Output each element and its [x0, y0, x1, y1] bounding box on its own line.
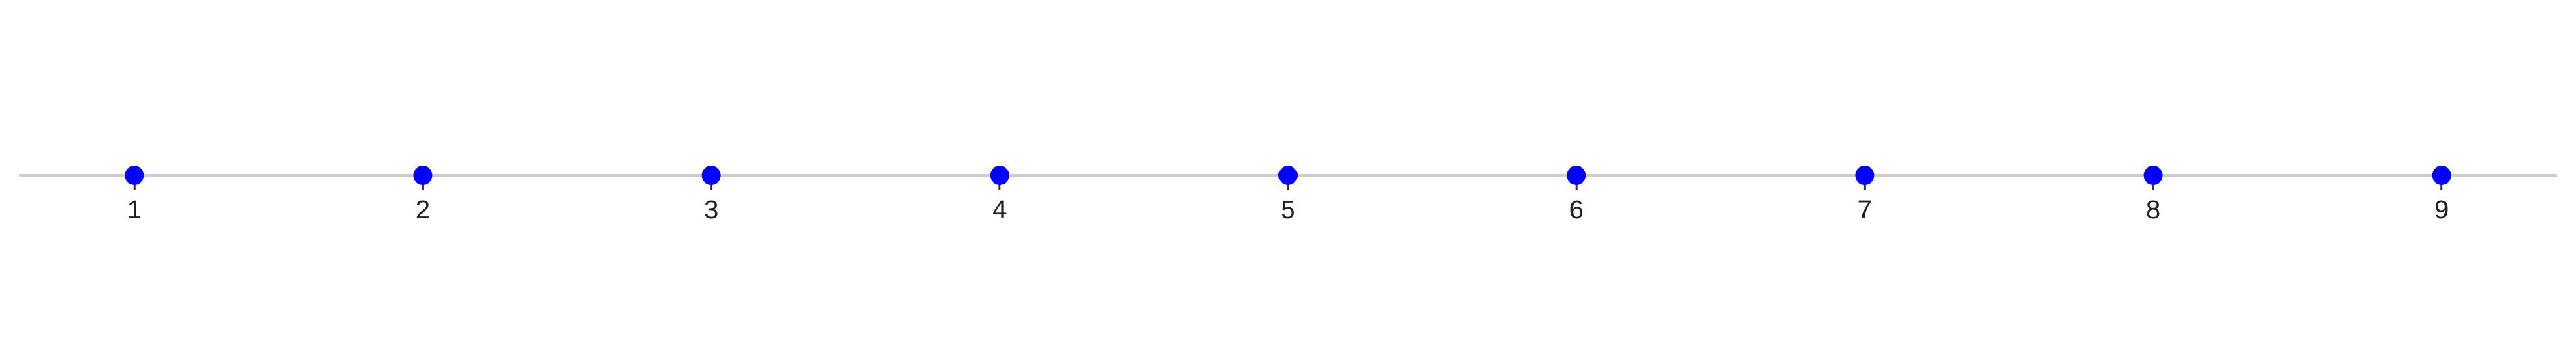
tick-label-7: 7: [1858, 196, 1872, 224]
tick-label-6: 6: [1569, 196, 1584, 224]
tick-label-2: 2: [416, 196, 430, 224]
tick-label-1: 1: [127, 196, 142, 224]
data-point-7: [1855, 166, 1875, 185]
tick-label-8: 8: [2146, 196, 2160, 224]
data-point-2: [413, 166, 433, 185]
tick-label-4: 4: [992, 196, 1007, 224]
tick-label-5: 5: [1281, 196, 1295, 224]
point-group: [125, 166, 2451, 185]
data-point-5: [1278, 166, 1298, 185]
data-point-1: [125, 166, 144, 185]
data-point-4: [990, 166, 1009, 185]
data-point-6: [1567, 166, 1586, 185]
data-point-8: [2143, 166, 2163, 185]
tick-label-group: 1 2 3 4 5 6 7 8 9: [127, 196, 2449, 224]
tick-label-9: 9: [2434, 196, 2449, 224]
data-point-9: [2432, 166, 2451, 185]
tick-label-3: 3: [704, 196, 718, 224]
data-point-3: [701, 166, 721, 185]
